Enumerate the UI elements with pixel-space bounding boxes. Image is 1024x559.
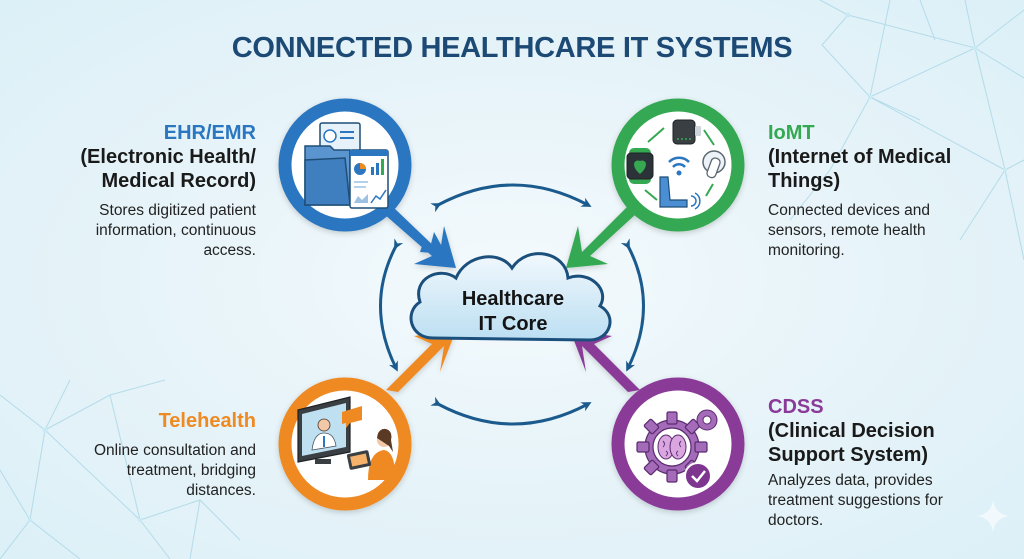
ehr-description: Stores digitized patient information, co… [50, 201, 256, 261]
connected-devices-icon [626, 119, 726, 210]
connector-arrows [379, 183, 645, 426]
ehr-desc-line1: Stores digitized patient [99, 202, 256, 219]
ehr-desc-line2: information, continuous [95, 222, 256, 239]
cdss-heading: CDSS [768, 396, 824, 418]
page-title: CONNECTED HEALTHCARE IT SYSTEMS [231, 32, 793, 64]
cdss-subtitle-line2: Support System) [768, 444, 929, 466]
telehealth-desc-line2: treatment, bridging [126, 462, 256, 479]
ehr-subtitle-line1: (Electronic Health/ [80, 146, 256, 168]
telehealth-desc-line3: distances. [186, 482, 256, 499]
cdss-desc-line2: treatment suggestions for [768, 492, 943, 509]
brain-gear-check-icon [636, 409, 718, 490]
ehr-subtitle-line2: Medical Record) [101, 170, 256, 192]
iomt-desc-line3: monitoring. [768, 242, 845, 259]
cloud-icon [409, 252, 612, 342]
medical-records-folder-icon [304, 122, 389, 209]
video-consultation-icon [297, 396, 396, 480]
iomt-desc-line1: Connected devices and [768, 202, 931, 219]
cdss-text-block: CDSS (Clinical Decision Support System) … [768, 396, 998, 531]
core-label-line2: IT Core [478, 313, 548, 335]
cdss-desc-line3: doctors. [768, 512, 824, 529]
sparkle-icon [977, 500, 1009, 532]
iomt-desc-line2: sensors, remote health [768, 222, 926, 239]
iomt-description: Connected devices and sensors, remote he… [768, 201, 988, 261]
cdss-desc-line1: Analyzes data, provides [768, 472, 933, 489]
cdss-description: Analyzes data, provides treatment sugges… [768, 471, 998, 531]
ehr-heading: EHR/EMR [163, 122, 256, 144]
iomt-text-block: IoMT (Internet of Medical Things) Connec… [768, 122, 988, 261]
telehealth-description: Online consultation and treatment, bridg… [50, 441, 256, 501]
iomt-subtitle-line1: (Internet of Medical [768, 146, 952, 168]
core-label: Healthcare IT Core [430, 287, 596, 337]
telehealth-heading: Telehealth [158, 410, 256, 432]
iomt-heading: IoMT [768, 122, 815, 144]
core-label-line1: Healthcare [461, 288, 565, 310]
telehealth-text-block: Telehealth Online consultation and treat… [50, 410, 256, 501]
iomt-subtitle-line2: Things) [768, 170, 841, 192]
ehr-desc-line3: access. [203, 242, 256, 259]
ehr-text-block: EHR/EMR (Electronic Health/ Medical Reco… [50, 122, 256, 261]
telehealth-desc-line1: Online consultation and [93, 442, 256, 459]
cdss-subtitle-line1: (Clinical Decision [768, 420, 935, 442]
